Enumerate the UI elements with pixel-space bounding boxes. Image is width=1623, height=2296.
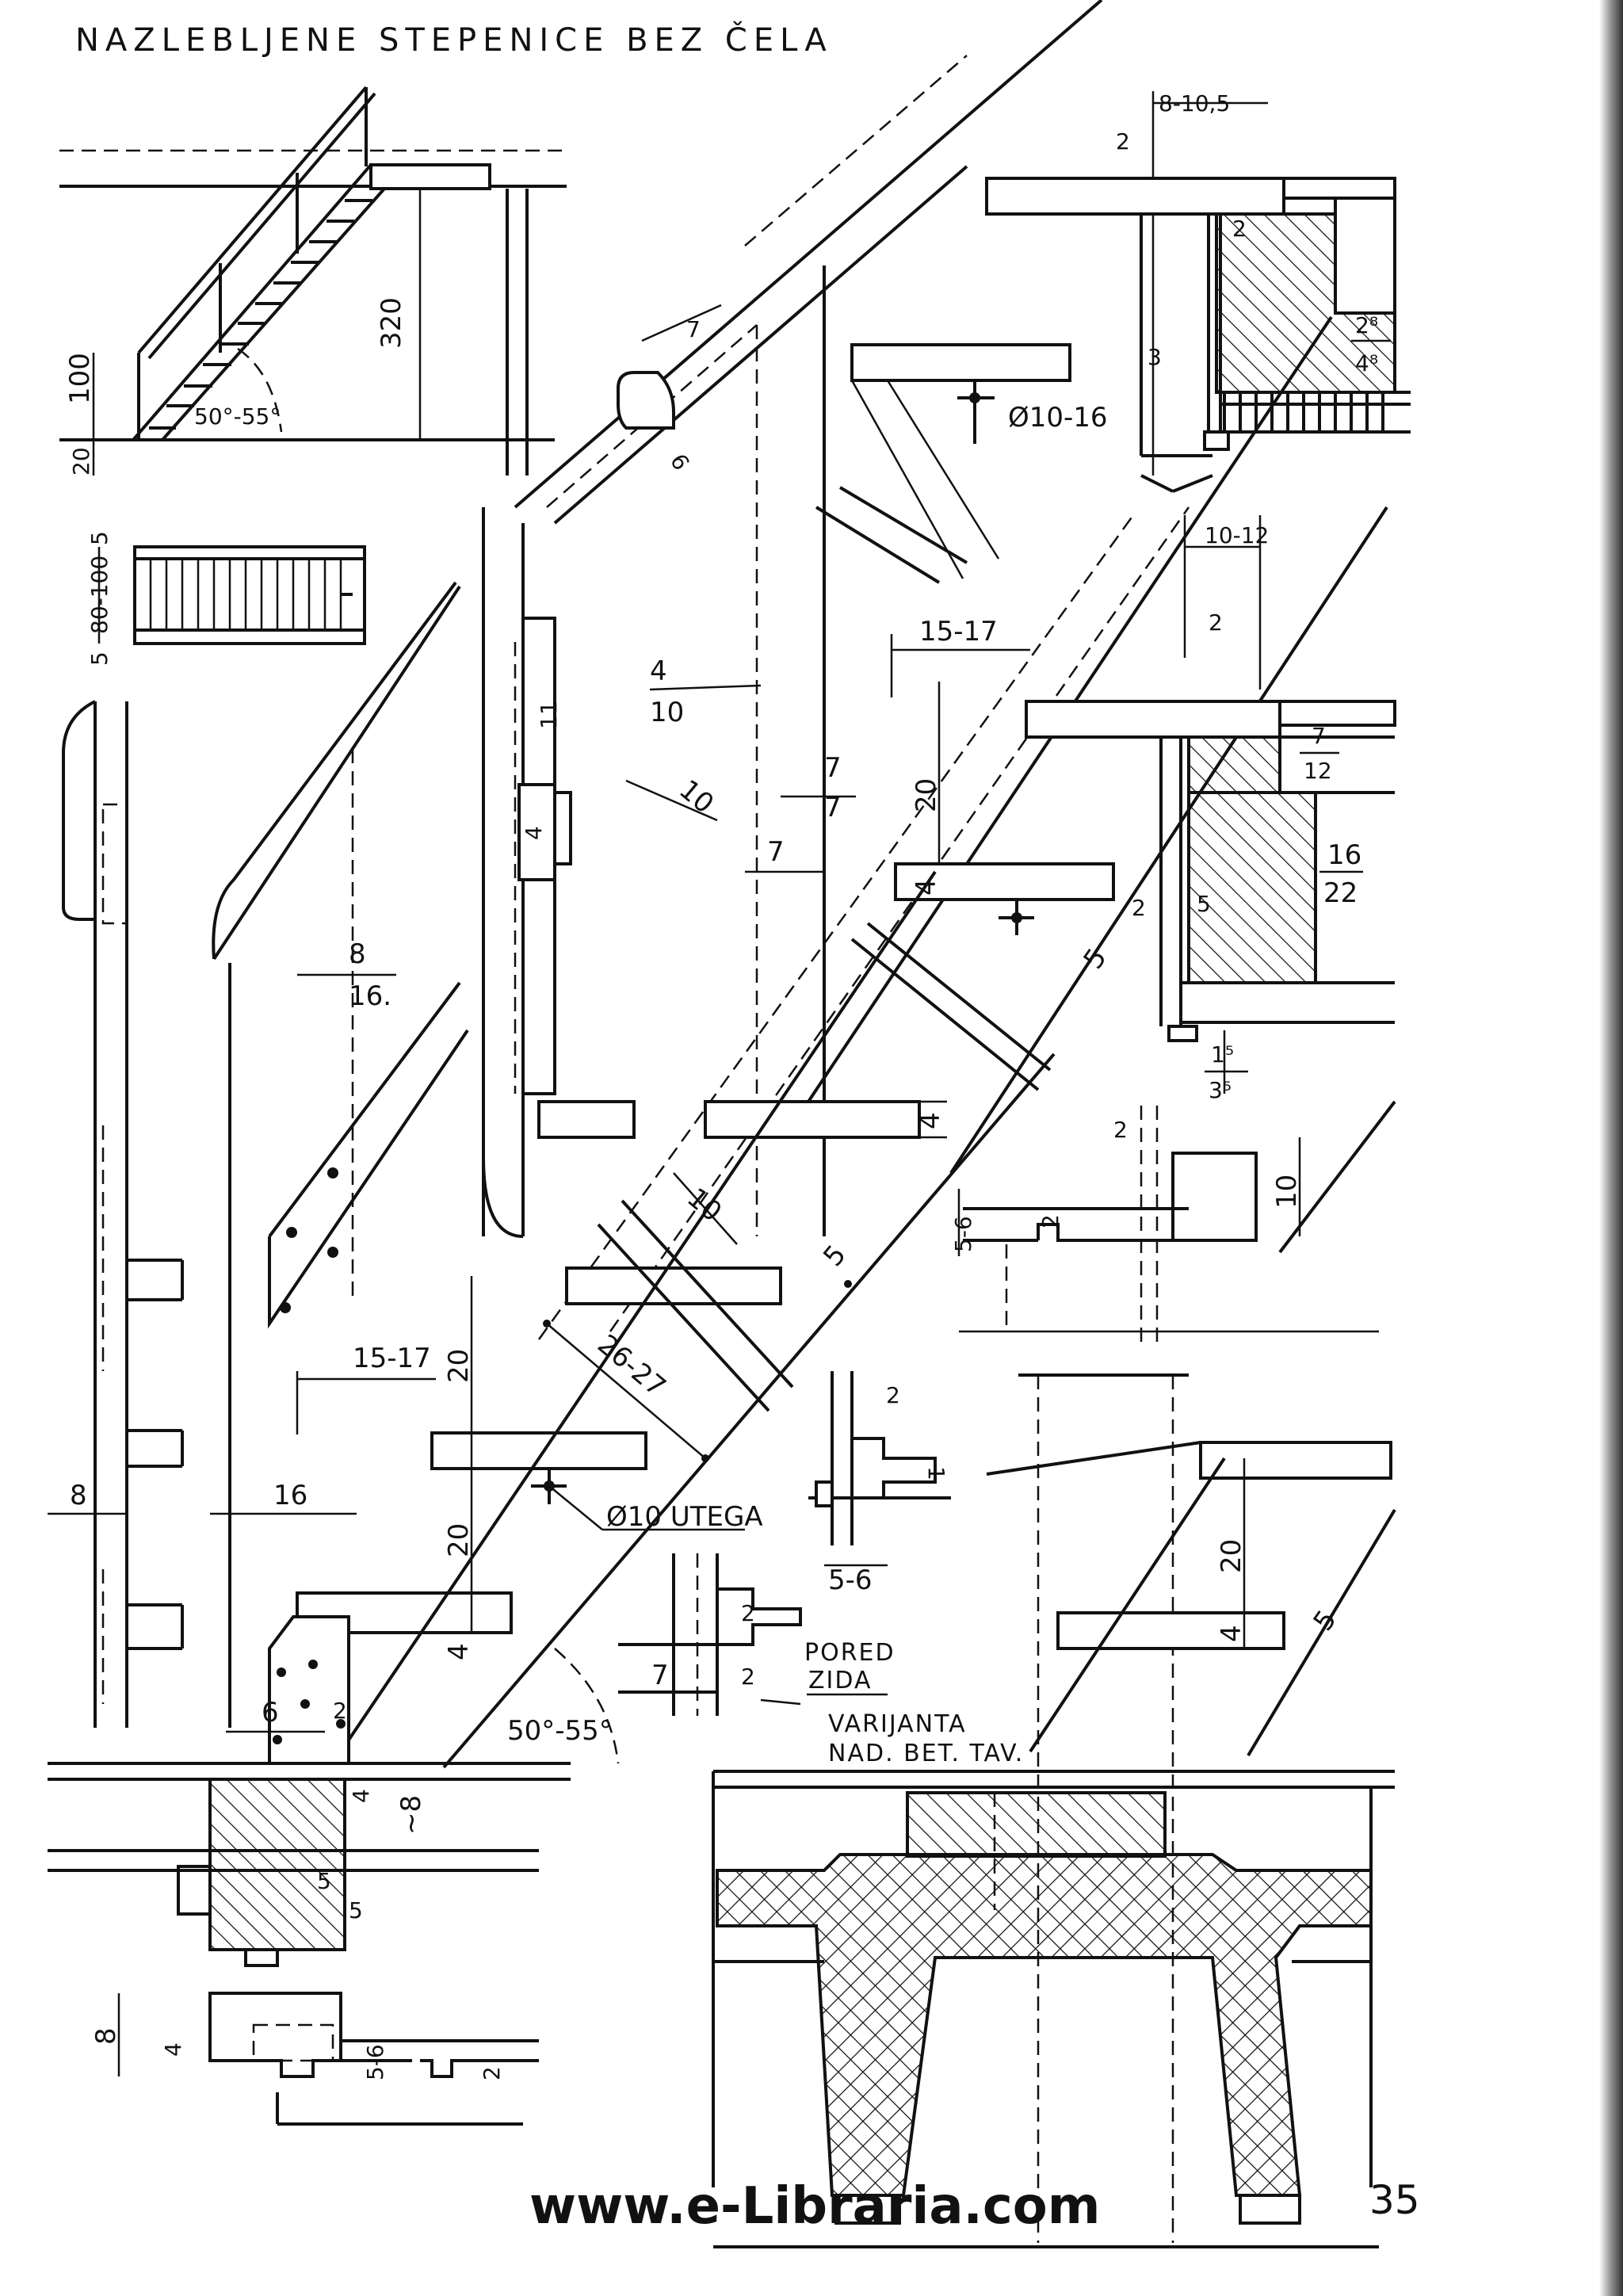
beam-section-bottom-left: 6 2 4 ~8 5 5 8 4 5-6 2 [48, 1615, 571, 2126]
pored-zida-detail: 7 2 2 PORED ZIDA [618, 1553, 896, 1716]
box-column-detail: 2 10 5-6 2 [950, 1106, 1379, 1347]
dim-8-approx: ~8 [395, 1795, 427, 1835]
website-footer: www.e-Libraria.com [529, 2177, 1101, 2236]
note-varijanta: VARIJANTA [828, 1710, 967, 1738]
note-zida: ZIDA [808, 1667, 873, 1694]
dim-20-right: 20 [911, 778, 942, 812]
dim-20-lower-left: 20 [443, 1523, 475, 1557]
note-pored: PORED [804, 1639, 896, 1667]
handrail-wall-elevation: 8 16 8 16. [48, 581, 461, 1728]
railing-plan-sketch: 5 80-100 5 [86, 531, 366, 666]
dim-2-g: 2 [333, 1698, 347, 1724]
dim-5-section: 5 [317, 1868, 331, 1894]
dim-angle-top: 50°-55° [194, 403, 281, 430]
dim-26-27: 26-27 [591, 1328, 671, 1403]
dim-10-box: 10 [1271, 1175, 1303, 1209]
dim-5-railing-top: 5 [86, 531, 113, 545]
dim-4-8: 4⁸ [1355, 350, 1378, 376]
dim-7-rail: 7 [686, 316, 701, 342]
dim-phi-10-utega: Ø10 UTEGA [606, 1501, 763, 1533]
page-number: 35 [1369, 2177, 1420, 2223]
mid-landing-detail: 10-12 2 7 12 16 22 2 5 1⁵ 3⁵ [1025, 515, 1396, 1103]
page-title: NAZLEBLJENE STEPENICE BEZ ČELA [75, 22, 833, 59]
dim-8-10-5: 8-10,5 [1159, 90, 1230, 117]
dim-phi-10-16: Ø10-16 [1008, 402, 1108, 434]
step-nosing-detail: 15-17 20 4 5 [850, 616, 1115, 1091]
dim-80-100: 80-100 [86, 556, 113, 634]
dim-16-22-den: 22 [1323, 877, 1358, 909]
dim-7-12-num: 7 [1312, 723, 1326, 749]
dim-8-left: 8 [70, 1480, 87, 1511]
dim-3-5: 3⁵ [1209, 1077, 1232, 1103]
dim-5-e: 5 [1197, 891, 1211, 917]
dim-2-e: 2 [886, 1382, 900, 1408]
dim-7-7-den: 7 [824, 792, 842, 823]
stair-treads-main: 4 10 5 26-27 15-17 20 20 4 Ø10 UTEGA 50°… [296, 870, 1056, 1769]
dim-2-8: 2⁸ [1355, 312, 1378, 338]
dim-2-bottom: 2 [479, 2066, 505, 2080]
dim-4-c: 4 [915, 1112, 946, 1129]
dim-2-box: 2 [1037, 1214, 1064, 1228]
dim-16-left: 16 [273, 1480, 307, 1511]
dim-320: 320 [376, 297, 407, 349]
dim-5-railing-bottom: 5 [86, 651, 113, 666]
dim-2-top: 2 [1116, 128, 1130, 155]
dim-10-diagonal: 10 [673, 774, 720, 819]
dim-4-lower-left: 4 [443, 1643, 475, 1660]
dim-7-stringer: 7 [767, 836, 785, 868]
dim-2-b: 2 [1232, 216, 1247, 242]
concrete-slab-variant: 20 4 5 VARIJANTA NAD. BET. TAV. [712, 1100, 1396, 2248]
elevation-treads [149, 199, 372, 430]
dim-angle-bottom: 50°-55° [507, 1715, 613, 1747]
dim-5-b: 5 [817, 1239, 853, 1272]
dim-11: 11 [536, 701, 562, 729]
dim-6-b: 6 [262, 1697, 279, 1729]
notch-detail-centre: 2 1 5-6 [808, 1371, 951, 1596]
dim-6-rail: 6 [665, 449, 694, 475]
dim-8-16-den: 16. [349, 980, 391, 1012]
dim-4-10-den: 10 [650, 697, 684, 728]
dim-20-base: 20 [68, 447, 94, 476]
dim-15-17-left: 15-17 [353, 1343, 431, 1374]
book-binding-edge [1599, 0, 1623, 2296]
dim-5-6-bottom: 5-6 [362, 2044, 388, 2080]
dim-2-h: 2 [741, 1600, 755, 1626]
dim-3: 3 [1148, 344, 1162, 370]
stair-elevation-sketch: 320 100 20 50°-55° [59, 86, 567, 476]
dim-100: 100 [64, 353, 96, 404]
dim-20-left: 20 [443, 1349, 475, 1383]
dim-16-22-num: 16 [1327, 839, 1361, 871]
dim-4-bottom: 4 [160, 2042, 186, 2057]
dim-2-d: 2 [1132, 895, 1146, 921]
dim-5-bottom-right: 5 [1308, 1604, 1343, 1637]
dim-5-section-2: 5 [349, 1897, 363, 1924]
dim-8-bottom: 8 [90, 2027, 122, 2045]
landing-joint-detail: 8-10,5 2 2 2⁸ 4⁸ 3 [985, 90, 1411, 493]
dim-15-17-right: 15-17 [919, 616, 998, 648]
dim-4-section: 4 [348, 1789, 374, 1803]
stringer-main-diagonal: 4 10 10 7 7 7 [537, 266, 1388, 1340]
dim-7-c: 7 [651, 1660, 669, 1691]
dim-2-i: 2 [741, 1664, 755, 1690]
note-nad-bet-tav: NAD. BET. TAV. [828, 1740, 1024, 1767]
dim-4-mid: 4 [521, 826, 547, 840]
bolt-detail-top: Ø10-16 [850, 343, 1108, 579]
rail-section-detail: 7 6 [514, 0, 1103, 525]
dim-4-bottom-right: 4 [1216, 1625, 1247, 1642]
dim-1-5: 1⁵ [1211, 1041, 1234, 1068]
dim-20-bottom-right: 20 [1216, 1539, 1247, 1573]
bolt-plate [268, 981, 469, 1329]
dim-8-16-num: 8 [349, 938, 366, 970]
dim-7-12-den: 12 [1304, 758, 1332, 784]
dim-4-10-num: 4 [650, 655, 667, 687]
dim-5-6-c: 5-6 [828, 1564, 873, 1596]
dim-10-12: 10-12 [1205, 522, 1269, 548]
post-notch-detail: 11 4 [482, 507, 636, 1238]
dim-1-h: 1 [923, 1466, 949, 1480]
dim-2-c: 2 [1209, 609, 1223, 636]
dim-2-f: 2 [1113, 1117, 1128, 1143]
dim-5-6-a: 5-6 [950, 1216, 976, 1252]
dim-7-7-num: 7 [824, 752, 842, 784]
